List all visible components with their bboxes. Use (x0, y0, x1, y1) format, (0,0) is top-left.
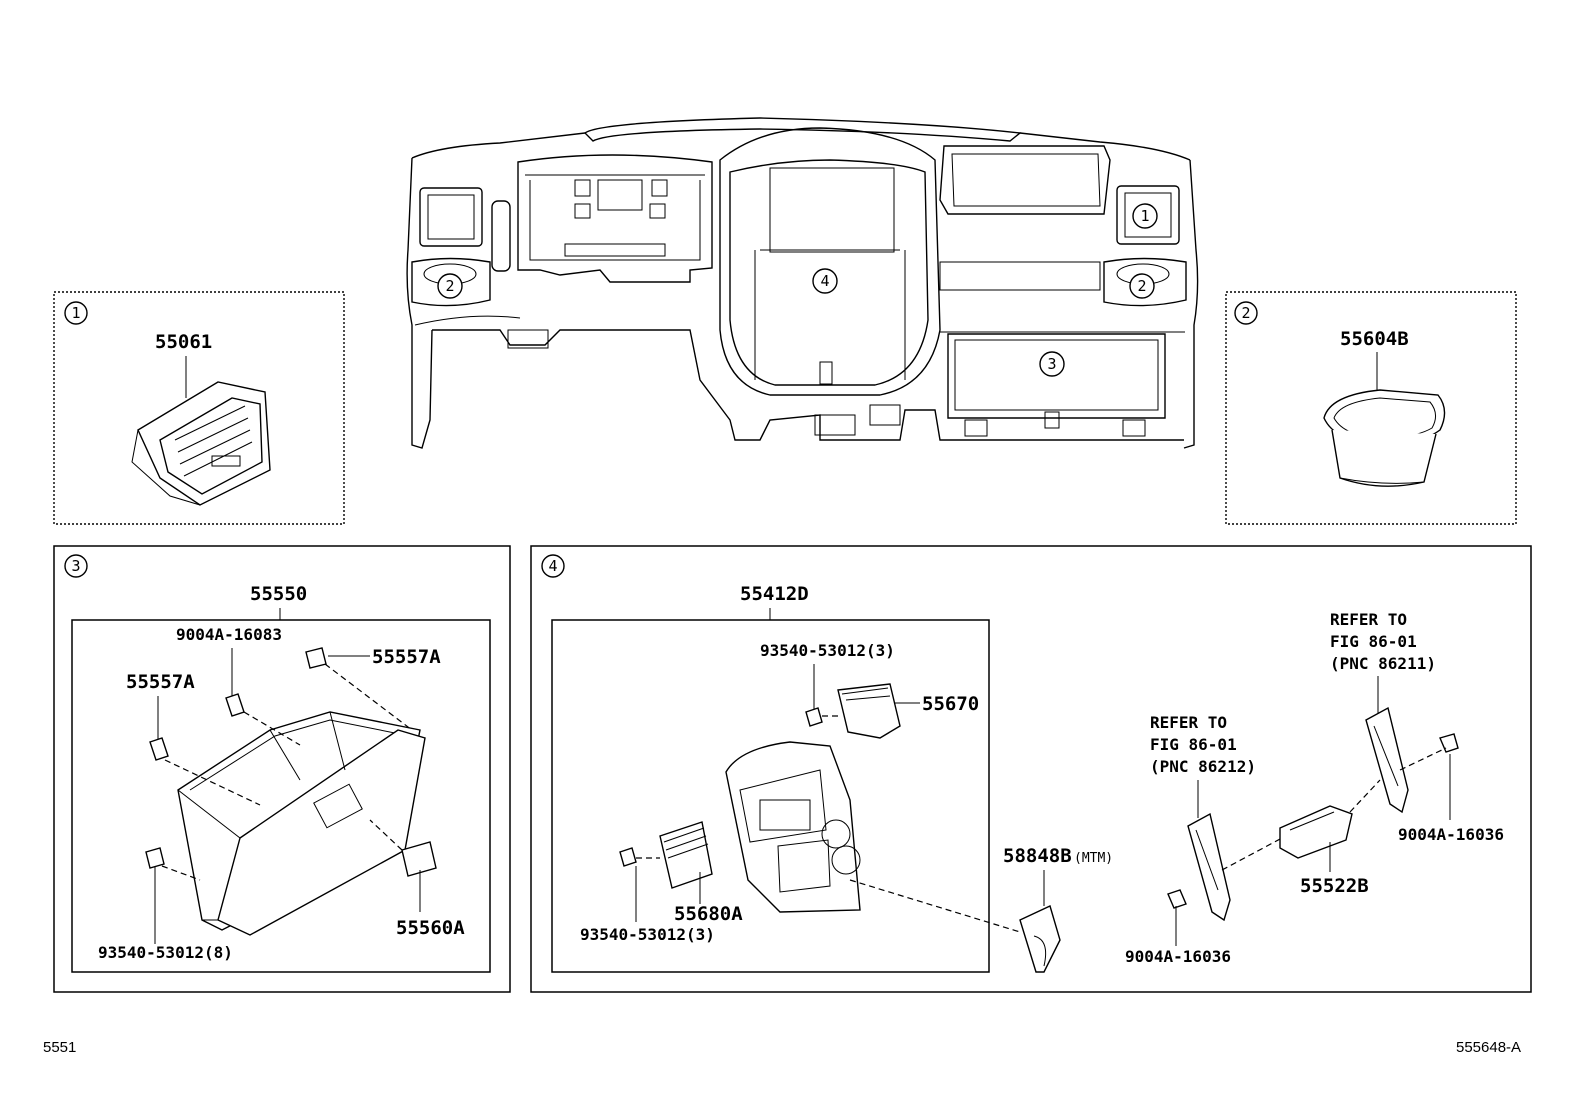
part-number-9004A-16036-right: 9004A-16036 (1398, 825, 1504, 844)
ref-86212-line2: FIG 86-01 (1150, 735, 1237, 754)
callout-4-panel: 4 (820, 272, 829, 290)
ref-86212-line3: (PNC 86212) (1150, 757, 1256, 776)
detail-box-4-callout: 4 (548, 557, 557, 575)
air-vent-illustration (131, 381, 271, 506)
detail-box-2 (1225, 291, 1517, 525)
detail-box-2-callout: 2 (1241, 304, 1250, 322)
part-number-93540-53012-8: 93540-53012(8) (98, 943, 233, 962)
part-number-9004A-16036-left: 9004A-16036 (1125, 947, 1231, 966)
part-number-55670: 55670 (922, 693, 979, 715)
callout-2-panel-left: 2 (445, 277, 454, 295)
bracket-86211-illustration (1365, 706, 1459, 814)
detail-box-3-callout: 3 (71, 557, 80, 575)
part-number-58848B-note: (MTM) (1074, 851, 1113, 866)
glove-box-subassembly-frame (71, 619, 491, 973)
bracket-86212-illustration (1167, 812, 1231, 922)
ref-86211-line2: FIG 86-01 (1330, 632, 1417, 651)
duct-55522B-illustration (1279, 805, 1353, 859)
detail-box-1 (53, 291, 345, 525)
part-number-55061: 55061 (155, 331, 212, 353)
callout-3-panel: 3 (1047, 355, 1056, 373)
part-number-93540-53012-3-bottom: 93540-53012(3) (580, 925, 715, 944)
part-number-55560A: 55560A (396, 917, 465, 939)
part-number-55557A-right: 55557A (372, 646, 441, 668)
part-number-55604B: 55604B (1340, 328, 1409, 350)
part-number-55680A: 55680A (674, 903, 743, 925)
ref-86211-line1: REFER TO (1330, 610, 1407, 629)
cup-holder-illustration (1323, 389, 1446, 487)
detail-box-1-callout: 1 (71, 304, 80, 322)
detail-box-4 (530, 545, 1532, 993)
part-number-55522B: 55522B (1300, 875, 1369, 897)
center-cluster-subassembly-frame (551, 619, 990, 973)
glove-box-illustration (145, 647, 437, 936)
detail-box-3 (53, 545, 511, 993)
ref-86211-line3: (PNC 86211) (1330, 654, 1436, 673)
center-cluster-illustration (619, 683, 901, 913)
part-number-93540-53012-3-top: 93540-53012(3) (760, 641, 895, 660)
callout-1-panel: 1 (1140, 207, 1149, 225)
part-number-58848B: 58848B (1003, 845, 1072, 867)
part-number-55557A-left: 55557A (126, 671, 195, 693)
bezel-58848B-illustration (1019, 905, 1061, 973)
part-number-55412D: 55412D (740, 583, 809, 605)
callout-2-panel-right: 2 (1137, 277, 1146, 295)
instrument-panel-illustration (406, 117, 1199, 449)
footer-left-code: 5551 (43, 1039, 76, 1056)
footer-right-code: 555648-A (1456, 1039, 1521, 1056)
part-number-9004A-16083: 9004A-16083 (176, 625, 282, 644)
part-number-55550: 55550 (250, 583, 307, 605)
ref-86212-line1: REFER TO (1150, 713, 1227, 732)
